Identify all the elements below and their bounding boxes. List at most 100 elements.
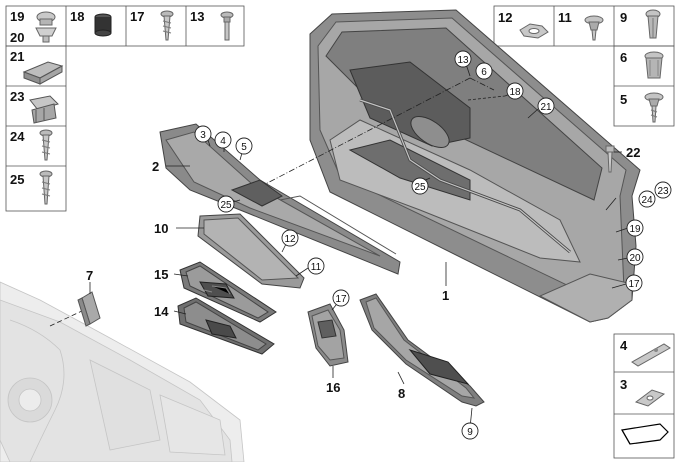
callout-7: 7 [86, 268, 93, 283]
circled-callout-11: 11 [307, 257, 325, 275]
circled-callout-23: 23 [654, 181, 672, 199]
bottom-right-table [613, 333, 675, 459]
circled-callouts: 13 6 18 21 3 4 5 25 25 12 11 17 24 23 19… [194, 50, 672, 440]
part-number-label: 19 [10, 9, 24, 24]
part-22-pin [605, 145, 615, 173]
plain-callouts: 2 10 15 14 7 1 16 8 22 [86, 145, 640, 401]
part-number-label: 18 [70, 9, 84, 24]
screw-with-washer-icon [644, 92, 664, 123]
part-number-label: 23 [10, 89, 24, 104]
circled-callout-13: 13 [454, 50, 472, 68]
circled-callout-24: 24 [638, 190, 656, 208]
spring-nut-icon [519, 23, 549, 39]
part-number-label: 9 [620, 10, 627, 25]
assembly-dash-lines [249, 77, 506, 193]
circled-callout-19: 19 [626, 219, 644, 237]
part-number-label: 3 [620, 377, 627, 392]
callout-8: 8 [398, 386, 405, 401]
part-number-label: 5 [620, 92, 627, 107]
expanding-nut-icon [644, 51, 664, 79]
part-number-label: 13 [190, 9, 204, 24]
circled-callout-5: 5 [235, 137, 253, 155]
circled-callout-20: 20 [626, 248, 644, 266]
part-number-label: 4 [620, 338, 628, 353]
left-parts-table [5, 5, 245, 212]
svg-text:12: 12 [284, 234, 296, 245]
table-cell-11: 11 [558, 10, 604, 41]
svg-text:3: 3 [200, 130, 206, 141]
table-cell-18: 18 [70, 9, 112, 37]
svg-text:23: 23 [657, 186, 669, 197]
part-8-armrest [359, 293, 485, 407]
circled-callout-21: 21 [537, 97, 555, 115]
circled-callout-17: 17 [625, 274, 643, 292]
rubber-plug-icon [94, 13, 112, 37]
expanding-rivet-icon [645, 9, 661, 39]
svg-text:5: 5 [241, 142, 247, 153]
part-7-plate [77, 291, 101, 327]
door-body-outline [0, 281, 245, 462]
svg-text:25: 25 [220, 200, 232, 211]
svg-text:20: 20 [629, 253, 641, 264]
svg-text:21: 21 [540, 102, 552, 113]
circled-callout-25: 25 [217, 195, 235, 213]
table-cell-6: 6 [620, 50, 664, 79]
catalog-symbol-icon [621, 423, 669, 445]
svg-text:6: 6 [481, 67, 487, 78]
svg-text:11: 11 [311, 262, 322, 273]
part-number-label: 20 [10, 30, 24, 45]
callout-1: 1 [442, 288, 449, 303]
table-cell-23: 23 [10, 89, 59, 124]
push-rivet-icon [35, 11, 57, 43]
part-15-switch-panel [179, 261, 277, 323]
circled-callout-6: 6 [475, 62, 493, 80]
screw-icon [39, 170, 53, 205]
callout-15: 15 [154, 267, 168, 282]
svg-text:18: 18 [509, 87, 521, 98]
fillister-screw-icon [220, 11, 234, 41]
table-cell-13: 13 [190, 9, 234, 41]
retaining-strip-icon [631, 343, 671, 367]
table-cell-25: 25 [10, 170, 53, 205]
circled-callout-4: 4 [214, 131, 232, 149]
svg-text:19: 19 [629, 224, 641, 235]
circled-callout-3: 3 [194, 125, 212, 143]
part-number-label: 6 [620, 50, 627, 65]
circled-callout-9: 9 [461, 422, 479, 440]
clip-bracket-icon [22, 61, 64, 85]
callout-14: 14 [154, 304, 169, 319]
table-cell-19: 19 20 [10, 9, 57, 45]
part-number-label: 17 [130, 9, 144, 24]
callout-22: 22 [626, 145, 640, 160]
part-number-label: 21 [10, 49, 24, 64]
svg-text:13: 13 [457, 55, 469, 66]
table-cell-17: 17 [130, 9, 174, 41]
table-cell-21: 21 [10, 49, 64, 85]
circled-callout-18: 18 [506, 82, 524, 100]
part-number-label: 25 [10, 172, 24, 187]
part-number-label: 11 [558, 10, 572, 25]
table-cell-24: 24 [10, 129, 53, 161]
svg-text:24: 24 [641, 195, 653, 206]
right-parts-table [493, 5, 675, 127]
screw-with-washer-icon [584, 15, 604, 41]
part-number-label: 24 [10, 129, 25, 144]
callout-16: 16 [326, 380, 340, 395]
part-14-switch-panel [177, 297, 275, 355]
circled-callout-12: 12 [281, 229, 299, 247]
svg-text:25: 25 [414, 182, 426, 193]
circled-callout-25: 25 [411, 177, 429, 195]
part-16-cover [307, 303, 349, 367]
svg-text:4: 4 [220, 136, 226, 147]
svg-text:17: 17 [335, 294, 347, 305]
table-cell-12: 12 [498, 10, 549, 39]
callout-10: 10 [154, 221, 168, 236]
svg-text:17: 17 [628, 279, 640, 290]
assembly-dash-line [49, 309, 85, 327]
screw-icon [39, 129, 53, 161]
circled-callout-17: 17 [332, 289, 350, 307]
self-tapping-screw-icon [160, 10, 174, 41]
table-cell-9: 9 [620, 9, 661, 39]
svg-text:9: 9 [467, 427, 473, 438]
